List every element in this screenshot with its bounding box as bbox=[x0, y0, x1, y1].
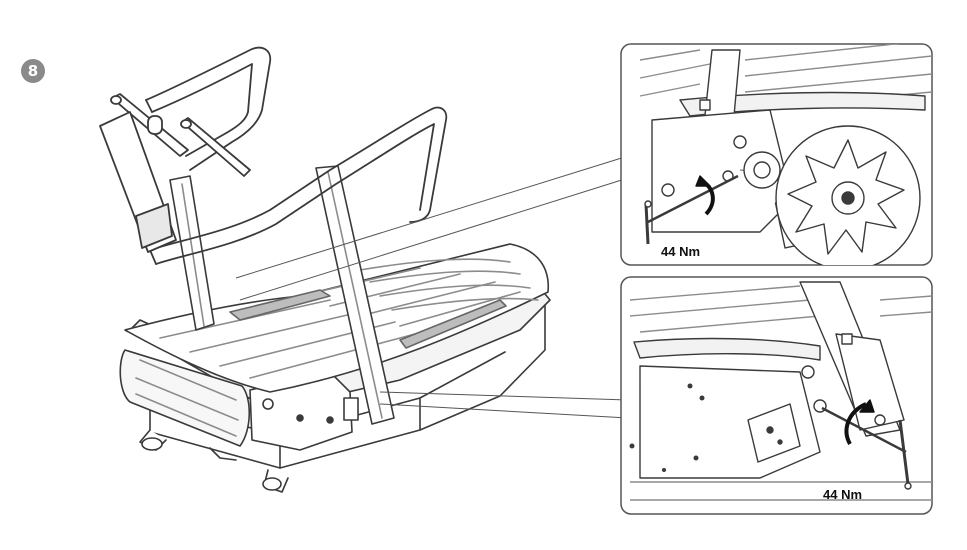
handlebars bbox=[99, 46, 448, 265]
wrench-icon bbox=[821, 406, 912, 490]
torque-label-top: 44 Nm bbox=[661, 244, 701, 259]
detail-panel-top bbox=[620, 43, 933, 266]
treadmill-drawing bbox=[99, 46, 551, 493]
torque-label-bottom: 44 Nm bbox=[823, 487, 863, 502]
uprights bbox=[169, 165, 395, 425]
step-number-badge: 8 bbox=[21, 59, 45, 83]
running-deck bbox=[124, 243, 550, 393]
bolt-icon bbox=[661, 99, 747, 197]
rotation-arrow-icon bbox=[844, 402, 867, 445]
wrench-icon bbox=[644, 174, 739, 245]
detail-panel-bottom bbox=[620, 276, 933, 515]
callout-lines bbox=[235, 155, 629, 419]
